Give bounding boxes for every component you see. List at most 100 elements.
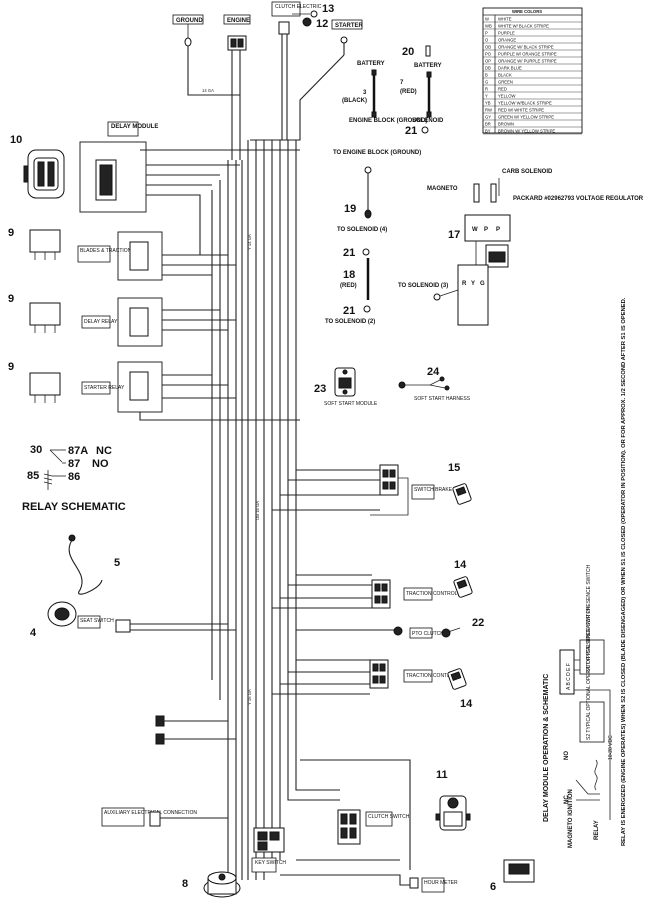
soft-start-module-23: 23 SOFT START MODULE: [314, 367, 378, 407]
wire-color-code: BR: [485, 122, 491, 127]
wire-label-14ga: 14 GA: [202, 88, 214, 93]
relay-pin-85: 85: [27, 470, 39, 482]
seat-switch-label: SEAT SWITCH: [80, 618, 114, 624]
wire-color-desc: YELLOW: [498, 94, 516, 99]
key-switch-label: KEY SWITCH: [255, 860, 286, 866]
brake-switch-label: SWITCH BRAKE: [414, 487, 453, 493]
wire-color-code: P: [485, 31, 488, 36]
delay-schematic-s1: S1 TYPICAL OPERATOR PRESENCE SWITCH: [586, 565, 592, 672]
brake-switch-connector: SWITCH BRAKE: [272, 464, 453, 516]
regulator-pin-label: P: [496, 227, 500, 233]
item-12-number: 12: [316, 18, 328, 30]
starter-relay-label: STARTER RELAY: [84, 385, 125, 391]
battery-right-number: 7: [400, 80, 404, 86]
clutch-switch-11: 11: [435, 769, 471, 831]
battery-left-label: BATTERY: [357, 61, 385, 67]
delay-schematic-note: RELAY IS ENERGIZED (ENGINE OPERATES) WHE…: [621, 297, 627, 846]
wire-color-desc: BROWN: [498, 122, 514, 127]
wire-color-desc: BROWN W/ YELLOW STRIPE: [498, 129, 555, 134]
wire-color-code: O: [485, 38, 489, 43]
relay-socket-3: [117, 361, 163, 413]
regulator-pin-label: W: [472, 227, 478, 233]
wire-color-desc: PURPLE: [498, 31, 515, 36]
relay-2-number: 9: [8, 293, 14, 305]
wire-color-code: DB: [485, 66, 491, 71]
item-22-number: 22: [472, 617, 484, 629]
battery-right-color: (RED): [400, 89, 417, 95]
wire-color-desc: WHITE: [498, 17, 512, 22]
traction-control-1-label: TRACTION CONTROL: [406, 591, 458, 597]
relay-pin-87: 87: [68, 458, 80, 470]
wire-color-code: B: [485, 73, 488, 78]
hour-meter-6: 6: [490, 859, 535, 893]
wire-color-desc: GREEN W/ YELLOW STRIPE: [498, 115, 554, 120]
delay-schematic-relay: RELAY: [594, 820, 600, 840]
item-21c-number: 21: [343, 305, 355, 317]
brake-switch-15: 15: [448, 462, 472, 505]
relay-schematic: 30 87A NC 87 NO 85 86 RELAY SCHEMATIC: [22, 444, 126, 513]
wire-color-desc: PURPLE W/ ORANGE STRIPE: [498, 52, 557, 57]
pto-switch-22: 22: [441, 617, 484, 638]
item-4-number: 4: [30, 627, 37, 639]
delay-relay-label: DELAY RELAY: [84, 319, 118, 325]
regulator-pin-label: P: [484, 227, 488, 233]
wire-color-code: GY: [485, 115, 491, 120]
traction-control-2-label: TRACTION CONTROL: [406, 673, 458, 679]
soft-start-harness-24: 24 SOFT START HARNESS: [398, 366, 471, 402]
delay-schematic-no: NO: [564, 751, 570, 760]
item-23-number: 23: [314, 383, 326, 395]
clutch-switch-label: CLUTCH SWITCH: [368, 814, 410, 820]
cable19-bottom-label: TO SOLENOID (4): [337, 227, 387, 233]
wire-color-desc: RED: [498, 87, 507, 92]
delay-module-plug: [79, 141, 147, 213]
wire-color-desc: GREEN: [498, 80, 513, 85]
wire-label-y14: Y 14 GA: [247, 234, 252, 250]
battery-left-number: 3: [363, 90, 367, 96]
relay-schematic-title: RELAY SCHEMATIC: [22, 501, 126, 513]
item-15-number: 15: [448, 462, 460, 474]
regulator-plug-pin-label: Y: [471, 281, 475, 287]
wire-color-desc: RED W/ WHITE STRIPE: [498, 108, 544, 113]
item-5-number: 5: [114, 557, 120, 569]
item-10-number: 10: [10, 134, 22, 146]
relay-icon-2: 9: [8, 293, 61, 333]
clutch-switch-connector: CLUTCH SWITCH: [287, 759, 411, 870]
item-14b-number: 14: [460, 698, 473, 710]
traction-switch-14a: 14: [453, 559, 473, 598]
traction-control-connector-1: TRACTION CONTROL: [272, 574, 458, 609]
battery-left-dest: ENGINE BLOCK (GROUND): [349, 118, 427, 124]
wire-color-desc: YELLOW W/BLACK STRIPE: [498, 101, 552, 106]
wire-color-table-title: WIRE COLORS: [512, 9, 542, 14]
item-18-number: 18: [343, 269, 355, 281]
regulator-plug-pin-label: R: [462, 281, 467, 287]
wire-color-code: R: [485, 87, 488, 92]
key-switch-8: 8: [182, 871, 241, 898]
battery-right-dest: SOLENOID: [412, 118, 444, 124]
engine-connector: ENGINE: [223, 14, 251, 90]
relay-icon-1: 9: [8, 227, 61, 260]
wire-color-code: OP: [485, 59, 491, 64]
ground-label: GROUND: [176, 18, 203, 24]
item-8-number: 8: [182, 878, 188, 890]
carb-solenoid-label: CARB SOLENOID: [502, 169, 553, 175]
soft-start-module-label: SOFT START MODULE: [324, 401, 378, 407]
aux-electrical-connection: AUXILIARY ELECTRICAL CONNECTION: [101, 807, 228, 827]
battery-cable-black: BATTERY 3 (BLACK) ENGINE BLOCK (GROUND): [342, 61, 427, 124]
item-6-number: 6: [490, 881, 496, 893]
delay-schematic-title: DELAY MODULE OPERATION & SCHEMATIC: [543, 674, 550, 822]
delay-schematic-nc: NC: [564, 795, 570, 804]
cable18-color: (RED): [340, 283, 357, 289]
delay-schematic-magneto: MAGNETO IGNITION: [568, 789, 574, 848]
wire-color-code: OB: [485, 45, 491, 50]
relay-socket-2: [117, 297, 163, 347]
wire-color-desc: WHITE W/ BLACK STRIPE: [498, 24, 549, 29]
seat-switch-4: 4 SEAT SWITCH: [30, 601, 236, 639]
item-21-number: 21: [405, 125, 417, 137]
relay-no-label: NO: [92, 458, 109, 470]
red-cable-18: 21 18 (RED) 21 TO SOLENOID (2): [325, 247, 375, 325]
relay-pin-86: 86: [68, 471, 80, 483]
packard-label: PACKARD #02962793 VOLTAGE REGULATOR: [513, 196, 644, 202]
engine-label: ENGINE: [227, 18, 250, 24]
wire-color-code: W: [485, 17, 489, 22]
